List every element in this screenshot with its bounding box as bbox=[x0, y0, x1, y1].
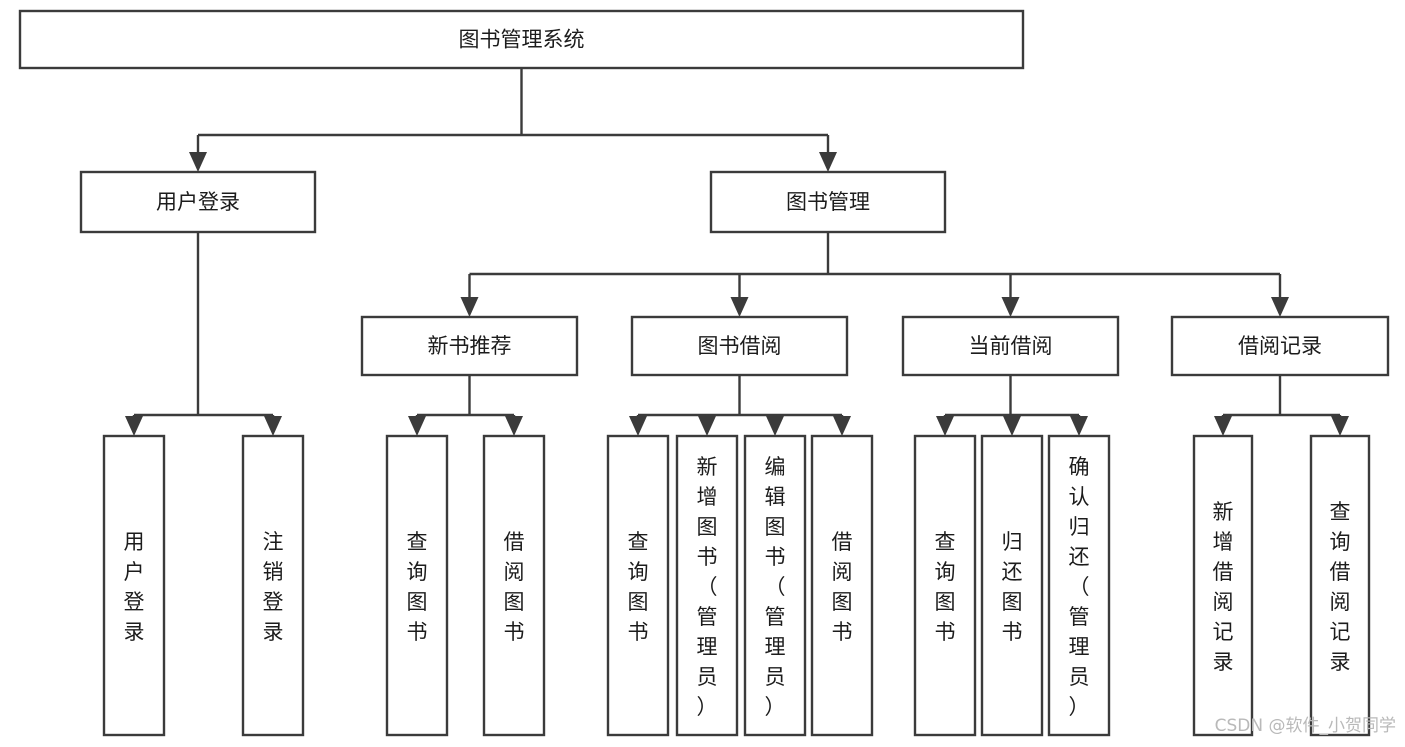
node-new-book-recommend-box[interactable] bbox=[360, 315, 579, 377]
arrow-to-book-manage bbox=[819, 152, 837, 172]
arrow-to-leaf-return-book bbox=[1003, 416, 1021, 436]
node-leaf-add-book-label: 新增图书（管理员） bbox=[697, 455, 718, 719]
node-leaf-user-login-box[interactable] bbox=[102, 434, 166, 737]
arrow-to-leaf-user-login bbox=[125, 416, 143, 436]
arrow-to-new-book-recommend bbox=[460, 297, 479, 317]
node-leaf-user-logout-box[interactable] bbox=[241, 434, 305, 737]
arrow-to-leaf-query-book-1 bbox=[408, 416, 426, 436]
node-leaf-return-book-box[interactable] bbox=[980, 434, 1044, 737]
node-leaf-user-login[interactable]: 用户登录 bbox=[102, 434, 166, 737]
node-user-login-label: 用户登录 bbox=[156, 190, 240, 214]
node-current-borrow-box[interactable] bbox=[901, 315, 1120, 377]
node-leaf-user-login-label: 用户登录 bbox=[124, 530, 145, 644]
node-leaf-borrow-book-1-label: 借阅图书 bbox=[504, 530, 525, 644]
node-book-manage-label: 图书管理 bbox=[786, 190, 870, 214]
node-leaf-user-logout-label: 注销登录 bbox=[263, 530, 284, 644]
node-leaf-query-book-3-label: 查询图书 bbox=[935, 530, 956, 644]
node-leaf-add-record-label: 新增借阅记录 bbox=[1213, 500, 1234, 674]
node-borrow-record-box[interactable] bbox=[1170, 315, 1390, 377]
node-leaf-add-record[interactable]: 新增借阅记录 bbox=[1192, 434, 1254, 737]
arrow-to-leaf-add-record bbox=[1214, 416, 1232, 436]
arrow-to-user-login bbox=[189, 152, 207, 172]
node-current-borrow[interactable]: 当前借阅 bbox=[901, 315, 1120, 377]
node-user-login[interactable]: 用户登录 bbox=[79, 170, 317, 234]
node-leaf-query-book-2-box[interactable] bbox=[606, 434, 670, 737]
node-leaf-query-book-2-label: 查询图书 bbox=[628, 530, 649, 644]
node-root-label: 图书管理系统 bbox=[459, 28, 585, 52]
node-leaf-query-book-3[interactable]: 查询图书 bbox=[913, 434, 977, 737]
node-leaf-borrow-book-2-label: 借阅图书 bbox=[832, 530, 853, 644]
node-leaf-confirm-return-label: 确认归还（管理员） bbox=[1069, 455, 1090, 719]
node-leaf-return-book-label: 归还图书 bbox=[1002, 530, 1023, 644]
node-leaf-edit-book[interactable]: 编辑图书（管理员） bbox=[743, 434, 807, 737]
node-root-box[interactable] bbox=[18, 9, 1025, 70]
node-leaf-add-record-box[interactable] bbox=[1192, 434, 1254, 737]
node-book-manage[interactable]: 图书管理 bbox=[709, 170, 947, 234]
arrow-to-leaf-borrow-book-1 bbox=[505, 416, 523, 436]
node-new-book-recommend[interactable]: 新书推荐 bbox=[360, 315, 579, 377]
node-leaf-confirm-return-box[interactable] bbox=[1047, 434, 1111, 737]
arrow-to-leaf-add-book bbox=[698, 416, 716, 436]
node-current-borrow-label: 当前借阅 bbox=[969, 334, 1053, 358]
node-leaf-add-book[interactable]: 新增图书（管理员） bbox=[675, 434, 739, 737]
node-book-manage-box[interactable] bbox=[709, 170, 947, 234]
arrow-to-leaf-user-logout bbox=[264, 416, 282, 436]
node-leaf-query-book-1[interactable]: 查询图书 bbox=[385, 434, 449, 737]
node-leaf-query-book-1-label: 查询图书 bbox=[407, 530, 428, 644]
arrow-to-leaf-query-book-3 bbox=[936, 416, 954, 436]
arrow-to-leaf-query-record bbox=[1331, 416, 1349, 436]
connectors-layer bbox=[125, 68, 1349, 436]
node-leaf-user-logout[interactable]: 注销登录 bbox=[241, 434, 305, 737]
node-book-borrow-box[interactable] bbox=[630, 315, 849, 377]
node-new-book-recommend-label: 新书推荐 bbox=[428, 334, 512, 358]
node-leaf-borrow-book-1-box[interactable] bbox=[482, 434, 546, 737]
node-leaf-query-record-box[interactable] bbox=[1309, 434, 1371, 737]
node-book-borrow-label: 图书借阅 bbox=[698, 334, 782, 358]
csdn-watermark: CSDN @软件_小贺同学 bbox=[1215, 716, 1396, 736]
node-leaf-borrow-book-2[interactable]: 借阅图书 bbox=[810, 434, 874, 737]
node-leaf-query-book-2[interactable]: 查询图书 bbox=[606, 434, 670, 737]
node-book-borrow[interactable]: 图书借阅 bbox=[630, 315, 849, 377]
node-leaf-query-book-1-box[interactable] bbox=[385, 434, 449, 737]
node-leaf-query-book-3-box[interactable] bbox=[913, 434, 977, 737]
node-borrow-record[interactable]: 借阅记录 bbox=[1170, 315, 1390, 377]
node-user-login-box[interactable] bbox=[79, 170, 317, 234]
arrow-to-current-borrow bbox=[1001, 297, 1020, 317]
arrow-to-borrow-record bbox=[1271, 297, 1289, 317]
arrow-to-book-borrow bbox=[730, 297, 749, 317]
arrow-to-leaf-confirm-return bbox=[1070, 416, 1088, 436]
arrow-to-leaf-edit-book bbox=[766, 416, 784, 436]
nodes-layer: 图书管理系统用户登录图书管理新书推荐图书借阅当前借阅借阅记录用户登录注销登录查询… bbox=[18, 9, 1390, 737]
node-leaf-return-book[interactable]: 归还图书 bbox=[980, 434, 1044, 737]
arrow-to-leaf-borrow-book-2 bbox=[833, 416, 851, 436]
node-root[interactable]: 图书管理系统 bbox=[18, 9, 1025, 70]
node-leaf-add-book-box[interactable] bbox=[675, 434, 739, 737]
node-leaf-confirm-return[interactable]: 确认归还（管理员） bbox=[1047, 434, 1111, 737]
node-leaf-query-record[interactable]: 查询借阅记录 bbox=[1309, 434, 1371, 737]
node-leaf-borrow-book-1[interactable]: 借阅图书 bbox=[482, 434, 546, 737]
node-borrow-record-label: 借阅记录 bbox=[1238, 334, 1322, 358]
arrow-to-leaf-query-book-2 bbox=[629, 416, 647, 436]
node-leaf-edit-book-box[interactable] bbox=[743, 434, 807, 737]
node-leaf-edit-book-label: 编辑图书（管理员） bbox=[765, 455, 786, 719]
node-leaf-query-record-label: 查询借阅记录 bbox=[1330, 500, 1351, 674]
node-leaf-borrow-book-2-box[interactable] bbox=[810, 434, 874, 737]
